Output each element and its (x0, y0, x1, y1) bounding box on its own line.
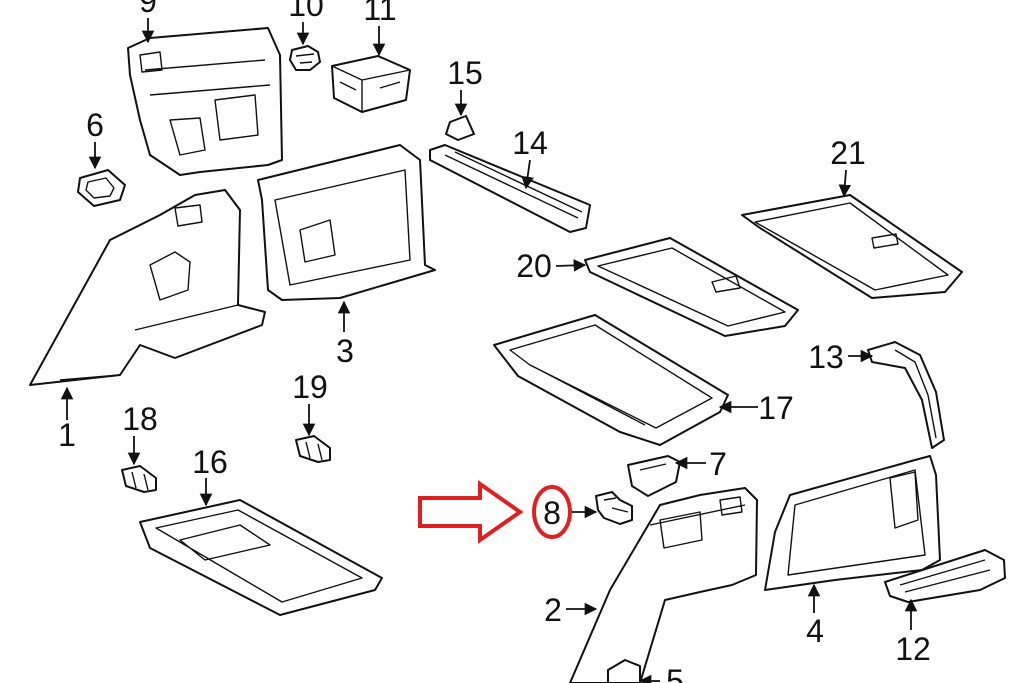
part-3-trim-panel (257, 144, 436, 301)
callout-3: 3 (336, 333, 354, 369)
callout-6: 6 (86, 107, 104, 143)
callout-14: 14 (512, 125, 548, 161)
part-14-scuff-plate (429, 144, 591, 233)
callout-9: 9 (139, 0, 157, 19)
callout-11: 11 (363, 0, 396, 27)
part-18-clip (121, 465, 157, 493)
callout-4: 4 (806, 613, 824, 649)
part-20-board (584, 237, 799, 337)
callout-13: 13 (808, 339, 844, 375)
part-4-trim-panel (764, 455, 941, 591)
callout-2: 2 (544, 592, 562, 628)
callout-10: 10 (288, 0, 324, 23)
callout-21: 21 (830, 135, 866, 171)
part-16-floor-tray (139, 499, 383, 616)
callout-7: 7 (709, 446, 727, 482)
part-5-clip (607, 659, 641, 683)
part-19-clip (295, 435, 331, 463)
part-10-clip (289, 45, 321, 71)
callout-12: 12 (895, 631, 931, 667)
part-15-clip (445, 115, 475, 141)
part-9-panel (127, 27, 283, 176)
part-11-module (331, 55, 411, 113)
callout-19: 19 (292, 369, 328, 405)
callout-1: 1 (58, 417, 76, 453)
callout-18: 18 (122, 401, 158, 437)
callout-15: 15 (447, 55, 483, 91)
callout-5: 5 (666, 663, 684, 683)
callout-20: 20 (516, 248, 552, 284)
part-6-bracket (77, 169, 126, 207)
highlight-circle (532, 485, 572, 539)
part-8-fastener (595, 491, 633, 525)
leader-lines (60, 18, 918, 683)
part-1-quarter-trim (29, 189, 266, 386)
highlight-arrow (418, 480, 524, 544)
part-21-board (741, 194, 963, 299)
part-7-cover (627, 455, 681, 497)
callout-labels: 9 10 11 15 6 14 21 20 13 17 3 1 18 19 16… (58, 0, 931, 683)
callout-17: 17 (758, 390, 794, 426)
callout-16: 16 (192, 444, 228, 480)
part-13-arch-trim (867, 341, 945, 449)
part-2-quarter-trim (569, 487, 758, 683)
part-17-tray (493, 314, 729, 446)
callout-8: 8 (543, 495, 561, 531)
part-12-step-plate (884, 549, 1006, 603)
